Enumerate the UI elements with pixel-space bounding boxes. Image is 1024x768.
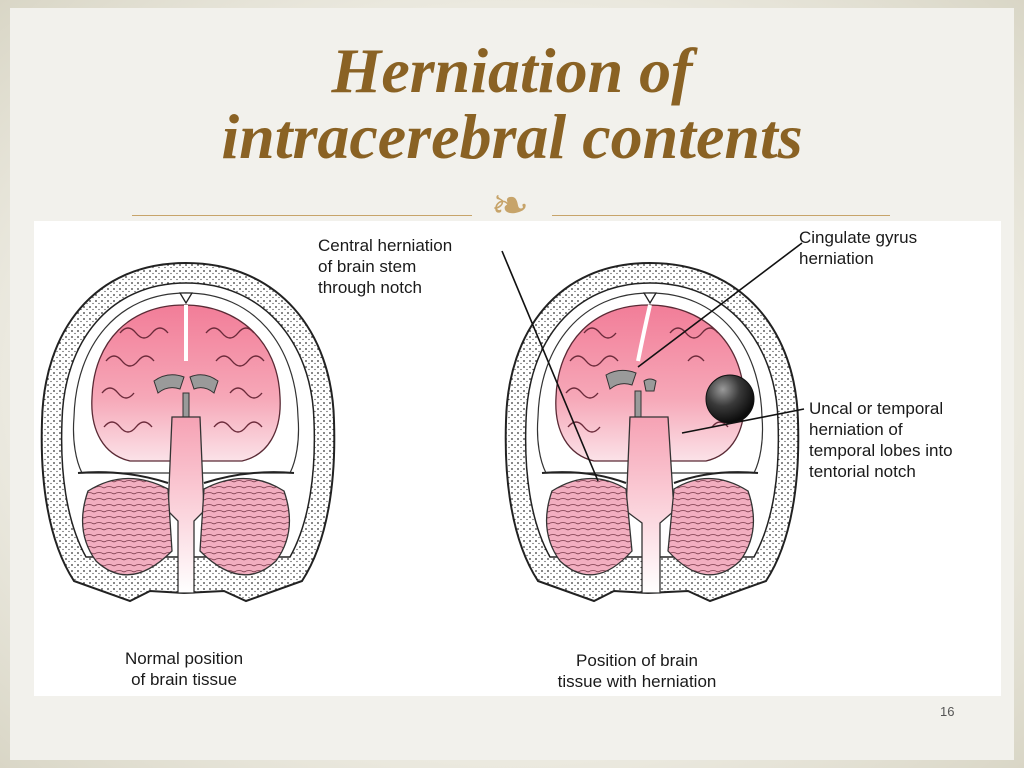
uncal-herniation-label: Uncal or temporal herniation of temporal…	[809, 399, 953, 481]
cingulate-herniation-leader	[637, 242, 803, 368]
normal-brain-illustration	[40, 261, 336, 603]
central-herniation-label: Central herniation of brain stem through…	[318, 236, 453, 297]
title-divider-left	[132, 215, 472, 216]
cingulate-herniation-label: Cingulate gyrus herniation	[799, 228, 918, 268]
herniation-diagram: Central herniation of brain stem through…	[34, 221, 1001, 696]
page-number: 16	[940, 704, 955, 719]
uncal-herniation-leader	[681, 408, 805, 434]
herniated-brain-illustration	[504, 261, 800, 603]
title-line-2: intracerebral contents	[221, 101, 803, 172]
normal-position-caption: Normal position of brain tissue	[124, 649, 244, 689]
title-line-1: Herniation of	[331, 35, 693, 106]
central-herniation-leader	[501, 250, 599, 482]
title-divider-right	[552, 215, 890, 216]
slide-title: Herniation of intracerebral contents	[0, 38, 1024, 170]
herniation-position-caption: Position of brain tissue with herniation	[557, 651, 717, 691]
brain-illustrations	[40, 242, 805, 603]
